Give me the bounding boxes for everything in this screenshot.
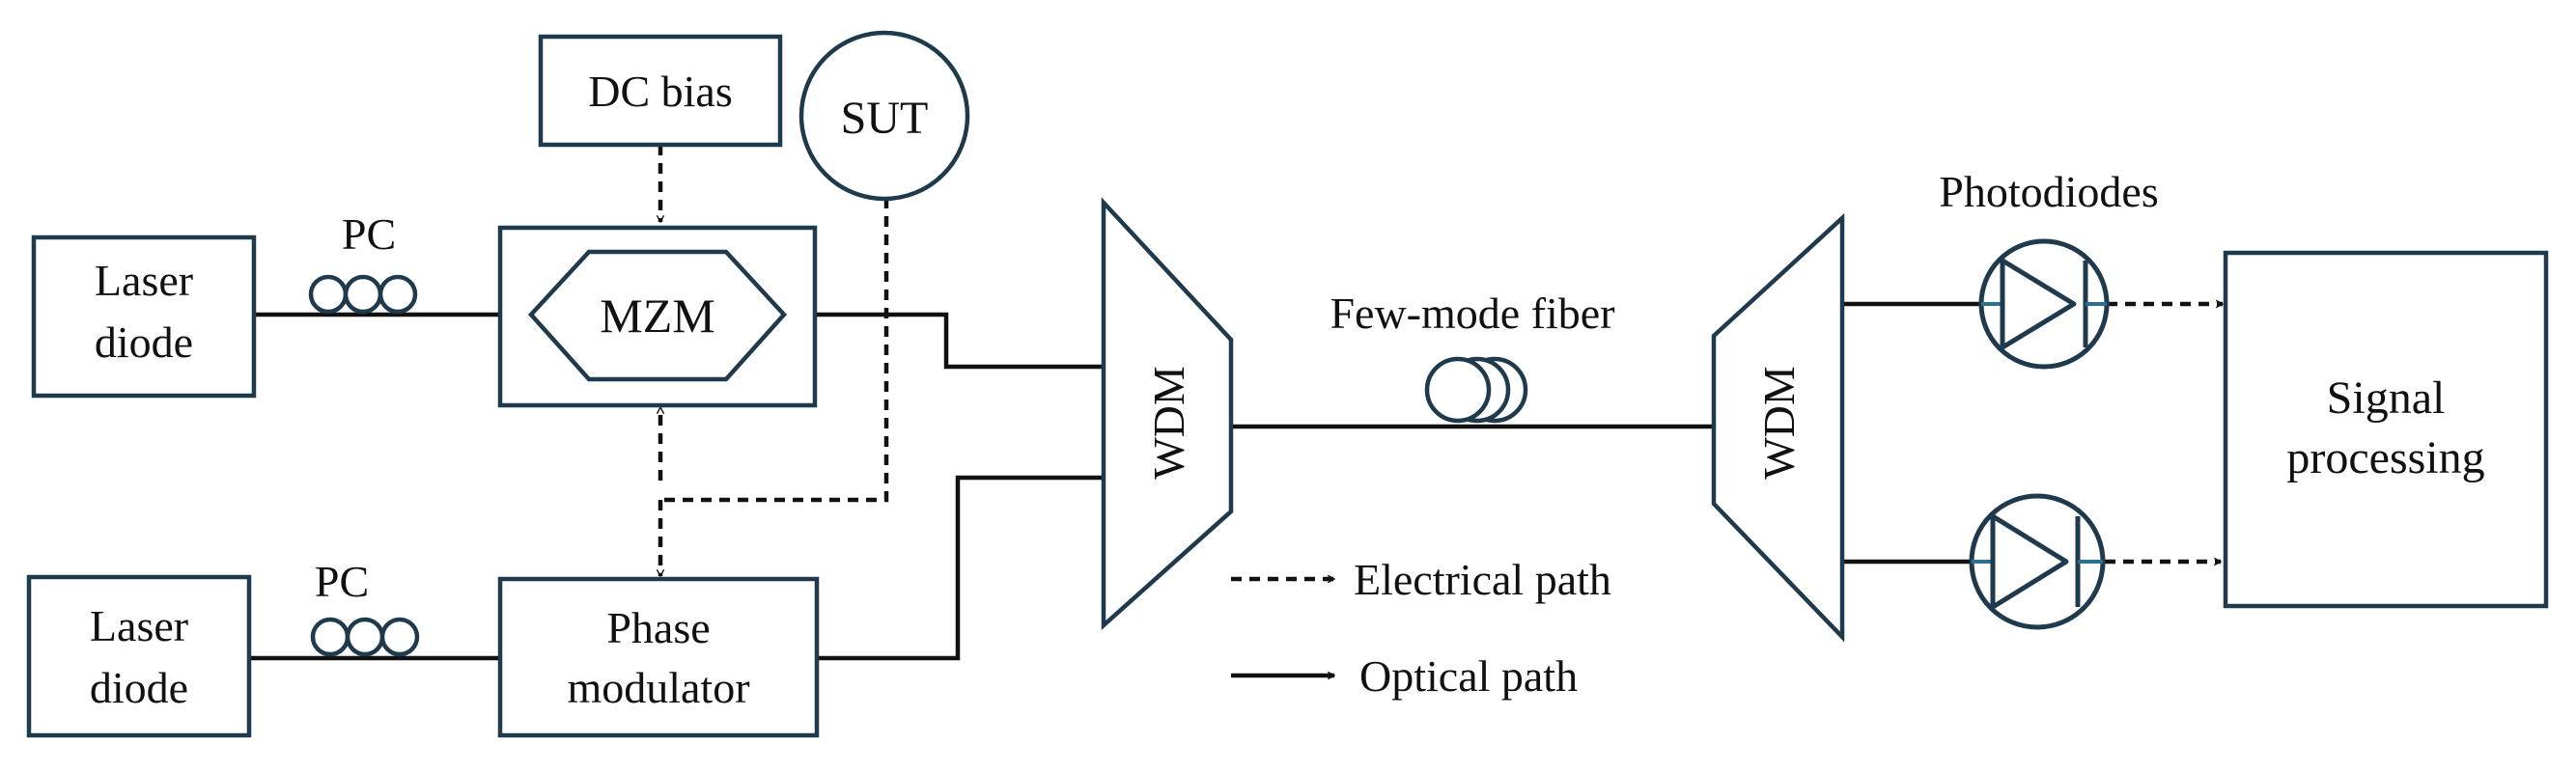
laser-diode-bottom-label-1: Laser: [90, 601, 188, 650]
polarization-controller-bottom: PC: [310, 557, 420, 657]
signal-processing-block: Signal processing: [2223, 250, 2549, 609]
dc-bias-label: DC bias: [588, 67, 733, 116]
photodiodes-label: Photodiodes: [1939, 167, 2158, 216]
laser-diode-top-label-2: diode: [95, 317, 193, 367]
laser-diode-bottom: Laser diode: [26, 574, 252, 738]
sut-block: SUT: [798, 30, 970, 202]
pc-top-label: PC: [342, 209, 396, 259]
mzm-block: MZM: [497, 225, 818, 408]
phase-modulator-block: Phase modulator: [497, 576, 820, 738]
laser-diode-top: Laser diode: [31, 234, 257, 399]
pc-bottom-label: PC: [315, 557, 369, 606]
signal-processing-label-1: Signal: [2327, 372, 2446, 424]
photodiode-bottom: [1969, 493, 2106, 630]
legend: Electrical path Optical path: [1231, 555, 1611, 701]
phase-modulator-label-1: Phase: [606, 603, 710, 652]
photodiode-top: [1978, 238, 2110, 370]
few-mode-fiber-spool: Few-mode fiber: [1330, 289, 1615, 424]
signal-processing-label-2: processing: [2286, 432, 2484, 483]
polarization-controller-top: PC: [308, 209, 418, 315]
laser-diode-top-label-1: Laser: [95, 256, 193, 305]
elec-sut-to-modulators: [660, 198, 889, 503]
few-mode-fiber-label: Few-mode fiber: [1330, 289, 1614, 338]
wdm-mux: WDM: [1101, 197, 1234, 631]
legend-electrical-label: Electrical path: [1354, 555, 1611, 604]
mzm-label: MZM: [600, 289, 714, 343]
phase-modulator-label-2: modulator: [567, 663, 749, 712]
laser-diode-bottom-label-2: diode: [90, 663, 188, 712]
legend-optical-label: Optical path: [1359, 651, 1578, 701]
wdm-left-label: WDM: [1144, 366, 1193, 480]
dc-bias-block: DC bias: [538, 34, 783, 148]
fiber-phase-to-wdm: [816, 475, 1104, 661]
wdm-right-label: WDM: [1754, 366, 1804, 480]
fiber-mzm-to-wdm: [784, 312, 1104, 370]
sut-label: SUT: [841, 93, 929, 144]
wdm-demux: WDM: [1711, 212, 1845, 643]
